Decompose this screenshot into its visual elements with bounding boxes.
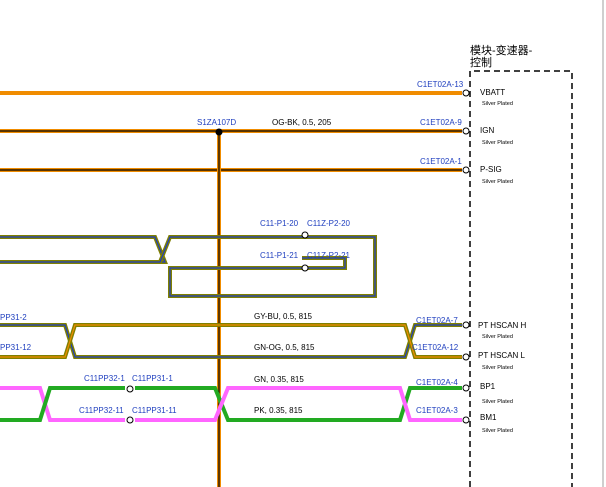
- module-box: 模块-变速器- 控制: [469, 43, 573, 487]
- connector-label-ign: C1ET02A-9: [420, 118, 462, 127]
- plating-hscan-h: Silver Plated: [482, 334, 513, 340]
- pin-name-ign: IGN: [480, 126, 494, 135]
- module-title-line2: 控制: [470, 55, 492, 69]
- pin-terminals: [462, 89, 470, 424]
- connector-label-bp1: C1ET02A-4: [416, 378, 458, 387]
- wire-hscan-pair: [0, 323, 462, 359]
- wire-label-bp1: GN, 0.35, 815: [254, 375, 304, 384]
- twisted-pair-loop: [0, 235, 377, 298]
- plating-bp1: Silver Plated: [482, 399, 513, 405]
- wire-label-ign: OG-BK, 0.5, 205: [272, 118, 332, 127]
- pin-name-hscan-l: PT HSCAN L: [478, 351, 526, 360]
- inline-label-c11pp32-11: C11PP32-11: [79, 406, 124, 415]
- wire-label-hscan-h: GY-BU, 0.5, 815: [254, 312, 313, 321]
- inline-label-c11z-p2-21: C11Z-P2-21: [307, 251, 351, 260]
- inline-label-c11z-p2-20: C11Z-P2-20: [307, 219, 351, 228]
- pin-name-vbatt: VBATT: [480, 88, 505, 97]
- splice-label: S1ZA107D: [197, 118, 236, 127]
- left-label-pp31-12: PP31-12: [0, 343, 32, 352]
- pin-name-hscan-h: PT HSCAN H: [478, 321, 527, 330]
- plating-bm1: Silver Plated: [482, 428, 513, 434]
- pin-name-bp1: BP1: [480, 382, 496, 391]
- wire-label-hscan-l: GN-OG, 0.5, 815: [254, 343, 315, 352]
- wire-splice-vertical: [215, 128, 223, 487]
- connector-label-psig: C1ET02A-1: [420, 157, 462, 166]
- wire-bp1-bm1-pair: [0, 386, 462, 422]
- inline-label-c11pp32-1: C11PP32-1: [84, 374, 125, 383]
- pin-name-bm1: BM1: [480, 413, 497, 422]
- plating-vbatt: Silver Plated: [482, 101, 513, 107]
- wire-label-bm1: PK, 0.35, 815: [254, 406, 303, 415]
- plating-psig: Silver Plated: [482, 179, 513, 185]
- module-title-line1: 模块-变速器-: [470, 43, 533, 57]
- inline-label-c11-p1-21: C11-P1-21: [260, 251, 299, 260]
- splice-dot: [215, 128, 223, 136]
- plating-ign: Silver Plated: [482, 140, 513, 146]
- inline-label-c11pp31-1: C11PP31-1: [132, 374, 173, 383]
- connector-label-vbatt: C1ET02A-13: [417, 80, 464, 89]
- inline-connector-symbols: [126, 231, 309, 424]
- connector-label-hscan-l: C1ET02A-12: [412, 343, 459, 352]
- pin-name-psig: P-SIG: [480, 165, 502, 174]
- left-label-pp31-2: PP31-2: [0, 313, 27, 322]
- connector-label-bm1: C1ET02A-3: [416, 406, 458, 415]
- connector-label-hscan-h: C1ET02A-7: [416, 316, 458, 325]
- plating-hscan-l: Silver Plated: [482, 365, 513, 371]
- inline-label-c11pp31-11: C11PP31-11: [132, 406, 177, 415]
- inline-label-c11-p1-20: C11-P1-20: [260, 219, 299, 228]
